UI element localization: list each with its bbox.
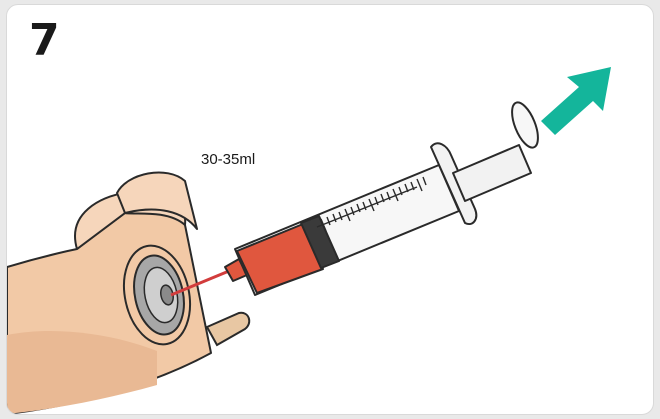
syringe — [171, 99, 543, 295]
syringe-plunger — [453, 145, 531, 201]
syringe-injection-illustration — [7, 5, 653, 414]
side-strap — [207, 313, 249, 345]
step-number: 7 — [29, 19, 60, 63]
volume-label: 30-35ml — [201, 151, 255, 168]
instruction-card: 7 30-35ml — [6, 4, 654, 415]
push-plunger-arrow-icon — [541, 67, 611, 135]
